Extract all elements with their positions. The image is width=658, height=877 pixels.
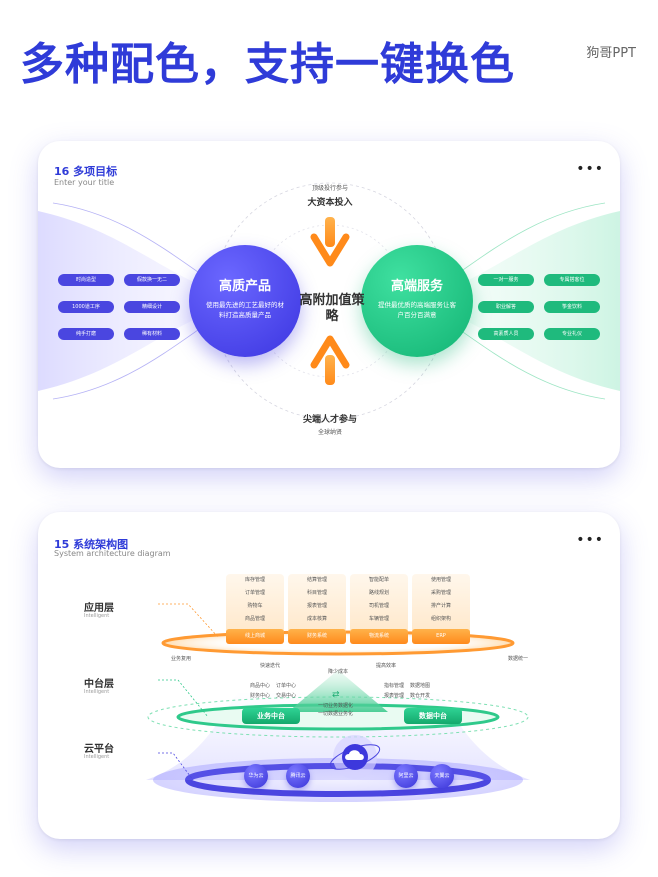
biz-item: 财务中心 bbox=[250, 693, 271, 699]
app-button-mall[interactable]: 线上商城 bbox=[226, 629, 284, 644]
left-tag: 精细设计 bbox=[124, 301, 180, 313]
quality-product-circle: 高质产品 使用最先进的工艺最好的材料打造高质量产品 bbox=[189, 245, 301, 357]
app-item: 订单管理 bbox=[244, 590, 265, 596]
layer-middle-name: 中台层 bbox=[84, 679, 114, 690]
up-arrow-icon bbox=[310, 335, 350, 385]
top-label: 大资本投入 bbox=[307, 198, 353, 208]
bottom-small-label: 全球纳贤 bbox=[317, 429, 342, 436]
slide-card-multi-goals[interactable]: 16 多项目标 Enter your title ••• 顶级投行参与 大资本投… bbox=[38, 141, 620, 468]
right-tag: 专业礼仪 bbox=[544, 328, 600, 340]
data-item: 数仓开发 bbox=[410, 693, 431, 699]
app-item: 司机管理 bbox=[368, 603, 389, 609]
app-item: 采购管理 bbox=[430, 590, 451, 596]
slide-card-architecture[interactable]: 15 系统架构图 System architecture diagram •••… bbox=[38, 512, 620, 839]
ring-label-cost: 降少成本 bbox=[328, 669, 349, 675]
cloud-tianyi[interactable]: 天翼云 bbox=[430, 764, 454, 788]
premium-service-desc: 提供最优质的高端服务让客户百分百满意 bbox=[378, 301, 456, 319]
app-button-erp[interactable]: ERP bbox=[412, 629, 470, 644]
more-dots-icon[interactable]: ••• bbox=[576, 532, 604, 548]
cloud-huawei[interactable]: 华为云 bbox=[244, 764, 268, 788]
right-tag: 专属搭客位 bbox=[544, 274, 600, 286]
data-center-button[interactable]: 数据中台 bbox=[404, 708, 462, 724]
quality-product-desc: 使用最先进的工艺最好的材料打造高质量产品 bbox=[206, 301, 284, 319]
ring-label-reuse: 业务复用 bbox=[171, 656, 192, 662]
center-strategy-text: 高附加值策略 bbox=[299, 293, 365, 324]
right-tag: 筝金饮料 bbox=[544, 301, 600, 313]
center-caption: 一切数据业务化 bbox=[318, 711, 354, 717]
sync-arrows-icon: ⇄ bbox=[332, 690, 340, 700]
biz-item: 订单中心 bbox=[276, 683, 297, 689]
premium-service-circle: 高端服务 提供最优质的高端服务让客户百分百满意 bbox=[361, 245, 473, 357]
layer-cloud-name: 云平台 bbox=[84, 744, 114, 755]
ring-label-iterate: 快速迭代 bbox=[260, 663, 281, 669]
brand-label: 狗哥PPT bbox=[586, 46, 636, 61]
app-item: 组织架构 bbox=[430, 616, 451, 622]
data-item: 指标管理 bbox=[384, 683, 405, 689]
premium-service-title: 高端服务 bbox=[390, 279, 443, 294]
slide2-subtitle: System architecture diagram bbox=[54, 549, 171, 558]
cloud-tencent[interactable]: 腾讯云 bbox=[286, 764, 310, 788]
ring-label-efficiency: 提高效率 bbox=[376, 663, 397, 669]
biz-item: 交易中心 bbox=[276, 693, 297, 699]
left-tag: 1000道工序 bbox=[58, 301, 114, 313]
app-item: 车辆管理 bbox=[368, 616, 389, 622]
app-button-logistics[interactable]: 物流系统 bbox=[350, 629, 408, 644]
right-tag: 职业解答 bbox=[478, 301, 534, 313]
app-item: 智能配单 bbox=[368, 577, 389, 583]
center-caption: 一切业务数据化 bbox=[318, 703, 354, 709]
quality-product-title: 高质产品 bbox=[218, 279, 271, 294]
app-item: 报表管理 bbox=[306, 603, 327, 609]
app-item: 排产计算 bbox=[430, 603, 451, 609]
app-item: 结算管理 bbox=[306, 577, 327, 583]
data-item: 数据地图 bbox=[410, 683, 431, 689]
cloud-aliyun[interactable]: 阿里云 bbox=[394, 764, 418, 788]
right-tag: 高素质人员 bbox=[478, 328, 534, 340]
app-item: 使用管理 bbox=[430, 577, 451, 583]
app-button-finance[interactable]: 财务系统 bbox=[288, 629, 346, 644]
left-tag: 稀有材料 bbox=[124, 328, 180, 340]
slide2-decoration bbox=[146, 603, 530, 802]
app-item: 商品管理 bbox=[244, 616, 265, 622]
layer-application-sub: Intelligent bbox=[84, 613, 110, 619]
down-arrow-icon bbox=[310, 217, 350, 267]
left-tag: 时尚造型 bbox=[58, 274, 114, 286]
slide2-title: 15 系统架构图 bbox=[54, 538, 129, 551]
layer-application-name: 应用层 bbox=[84, 603, 114, 614]
app-item: 成本核算 bbox=[306, 616, 327, 622]
layer-middle-sub: Intelligent bbox=[84, 689, 110, 695]
app-item: 购物车 bbox=[247, 603, 263, 609]
app-item: 路线规划 bbox=[368, 590, 389, 596]
app-item: 科目管理 bbox=[306, 590, 327, 596]
center-beam bbox=[288, 670, 388, 712]
biz-item: 商品中心 bbox=[250, 683, 271, 689]
bottom-label: 尖端人才参与 bbox=[302, 415, 357, 425]
data-item: 报表管理 bbox=[384, 693, 405, 699]
slide1-subtitle: Enter your title bbox=[54, 178, 115, 187]
top-small-label: 顶级投行参与 bbox=[311, 185, 348, 192]
slide1-title: 16 多项目标 bbox=[54, 165, 118, 178]
left-tag: 纯手打磨 bbox=[58, 328, 114, 340]
more-dots-icon[interactable]: ••• bbox=[576, 161, 604, 177]
page-headline: 多种配色，支持一键换色 bbox=[20, 39, 515, 90]
left-tag: 假款换一无二 bbox=[124, 274, 180, 286]
app-item: 库存管理 bbox=[244, 577, 265, 583]
cloud-upload-icon bbox=[345, 750, 364, 760]
layer-cloud-sub: Intelligent bbox=[84, 754, 110, 760]
ring-label-unify: 数据统一 bbox=[508, 656, 529, 662]
right-tag: 一对一服务 bbox=[478, 274, 534, 286]
business-center-button[interactable]: 业务中台 bbox=[242, 708, 300, 724]
